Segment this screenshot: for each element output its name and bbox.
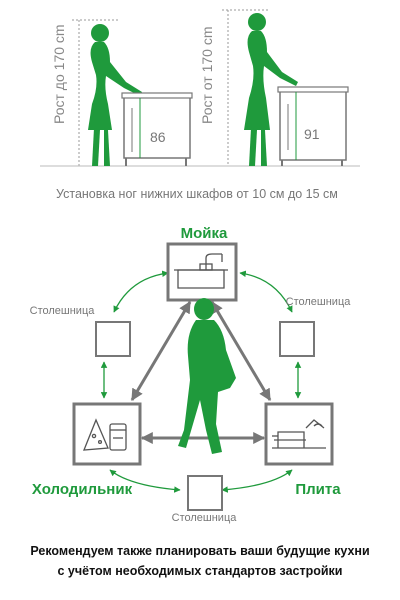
woman-silhouette-right [244, 13, 298, 166]
counter-box-right [279, 321, 315, 357]
cabinet-left [121, 92, 193, 166]
fridge-icon [83, 418, 127, 451]
woman-silhouette-center [178, 298, 236, 454]
triangle-edge-sink-fridge [130, 300, 192, 402]
legs-note: Установка ног нижних шкафов от 10 см до … [56, 187, 338, 201]
sink-label: Мойка [181, 225, 228, 242]
caption-line-1: Рекомендуем также планировать ваши будущ… [30, 544, 370, 558]
right-counter-height: 91 [304, 126, 320, 142]
counter-left-label: Столешница [30, 305, 96, 317]
arrow-sink-to-counter-right [239, 270, 293, 313]
right-height-label: Рост от 170 cm [199, 26, 215, 124]
arrow-fridge-to-counter-bottom [109, 469, 181, 493]
fridge-box [72, 402, 142, 466]
work-triangle [130, 300, 272, 444]
woman-silhouette-left [88, 24, 142, 166]
arrow-sink-to-counter-left [113, 270, 169, 313]
fridge-label: Холодильник [32, 481, 133, 498]
triangle-edge-sink-stove [210, 300, 272, 402]
bottom-caption: Рекомендуем также планировать ваши будущ… [0, 541, 400, 581]
counter-box-left [95, 321, 131, 357]
arrow-stove-to-counter-bottom [221, 469, 293, 493]
stove-box [264, 402, 334, 466]
cabinet-right [277, 86, 349, 166]
stove-label: Плита [295, 481, 341, 498]
circulation-arrows [100, 270, 302, 493]
left-height-label: Рост до 170 cm [51, 24, 67, 124]
sink-icon [174, 253, 228, 289]
counter-right-label: Столешница [286, 296, 352, 308]
stove-icon [272, 419, 326, 449]
caption-line-2: с учётом необходимых стандартов застройк… [57, 564, 343, 578]
counter-bottom-label: Столешница [172, 512, 238, 524]
sink-box [166, 242, 238, 302]
counter-box-bottom [187, 475, 223, 511]
left-counter-height: 86 [150, 129, 166, 145]
